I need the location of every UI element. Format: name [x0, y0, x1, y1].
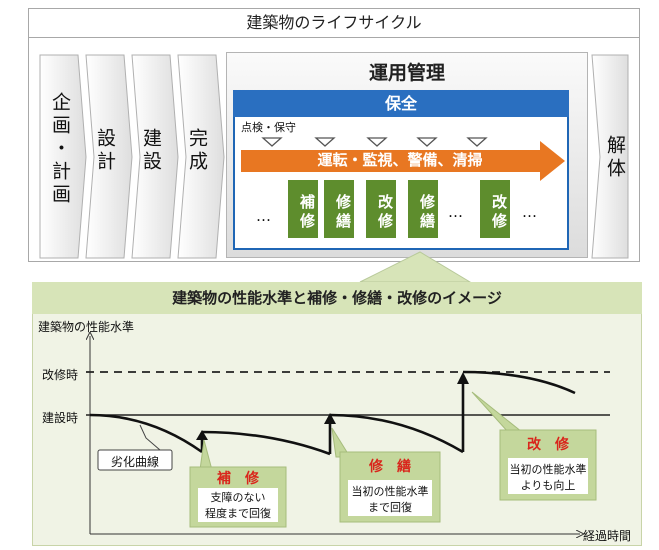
ellipsis: …: [522, 203, 537, 221]
stage-chevron-planning: [39, 54, 87, 259]
deterioration-label: 劣化曲線: [110, 455, 159, 469]
lifecycle-title: 建築物のライフサイクル: [28, 8, 640, 38]
repair-callout-title: 補 修: [217, 471, 259, 487]
inspection-marker: [466, 137, 488, 147]
deterioration-curve: [89, 413, 203, 454]
inspection-label: 点検・保守: [241, 121, 296, 134]
stage-chevron-demolition: [591, 54, 629, 259]
restoration-callout-title: 修 繕: [369, 459, 411, 475]
maintenance-title: 保全: [233, 90, 569, 117]
repair-callout-text2: 程度まで回復: [205, 507, 271, 520]
repair-arrowhead: [196, 430, 208, 440]
stage-chevron-design: [85, 54, 133, 259]
chart-title-band: [32, 282, 642, 314]
renovation-callout-text-bg: [508, 458, 588, 494]
stage-design: 設計: [94, 128, 116, 174]
stage-chevron-construction: [131, 54, 179, 259]
renovation-box: 改修: [480, 180, 510, 238]
operation-title: 運用管理: [368, 62, 445, 84]
ellipsis: …: [448, 203, 463, 221]
inspection-marker: [366, 137, 388, 147]
inspection-marker: [261, 137, 283, 147]
stage-chevron-completion: [177, 54, 225, 259]
level-built-label: 建設時: [42, 411, 79, 425]
ellipsis: …: [256, 207, 271, 225]
repair-callout-text-bg: [198, 488, 278, 522]
operation-arrow-label: 運転・監視、警備、清掃: [317, 151, 483, 169]
inspection-marker: [314, 137, 336, 147]
deterioration-curve: [201, 430, 331, 456]
level-renovated-label: 改修時: [42, 368, 79, 382]
deterioration-pointer: [139, 424, 161, 451]
deterioration-label-box: [97, 449, 173, 471]
stage-planning: 企画・計画: [49, 92, 71, 207]
y-axis-label: 建築物の性能水準: [38, 320, 135, 334]
renovation-callout-text2: よりも向上: [520, 479, 576, 492]
stage-demolition: 解体: [604, 135, 626, 181]
repair-box: 補修: [288, 180, 318, 238]
restoration-callout-text1: 当初の性能水準: [351, 485, 429, 498]
deterioration-curve: [462, 370, 576, 395]
restoration-callout-text-bg: [348, 480, 432, 516]
restoration-box: 修繕: [324, 180, 354, 238]
chart-title: 建築物の性能水準と補修・修繕・改修のイメージ: [172, 289, 502, 307]
renovation-box: 改修: [366, 180, 396, 238]
stage-construction: 建設: [140, 128, 162, 174]
deterioration-curve: [329, 413, 464, 454]
renovation-callout-tail: [471, 391, 524, 433]
restoration-arrowhead: [324, 413, 336, 424]
renovation-callout-title: 改 修: [527, 437, 569, 453]
renovation-callout-text1: 当初の性能水準: [509, 463, 587, 476]
operation-arrow: [241, 141, 565, 181]
restoration-box: 修繕: [408, 180, 438, 238]
x-axis-label: 経過時間: [583, 529, 632, 543]
inspection-marker: [416, 137, 438, 147]
renovation-arrowhead: [457, 372, 469, 384]
restoration-callout-text2: まで回復: [368, 501, 412, 514]
repair-callout-text1: 支障のない: [210, 491, 266, 504]
stage-completion: 完成: [186, 128, 208, 174]
